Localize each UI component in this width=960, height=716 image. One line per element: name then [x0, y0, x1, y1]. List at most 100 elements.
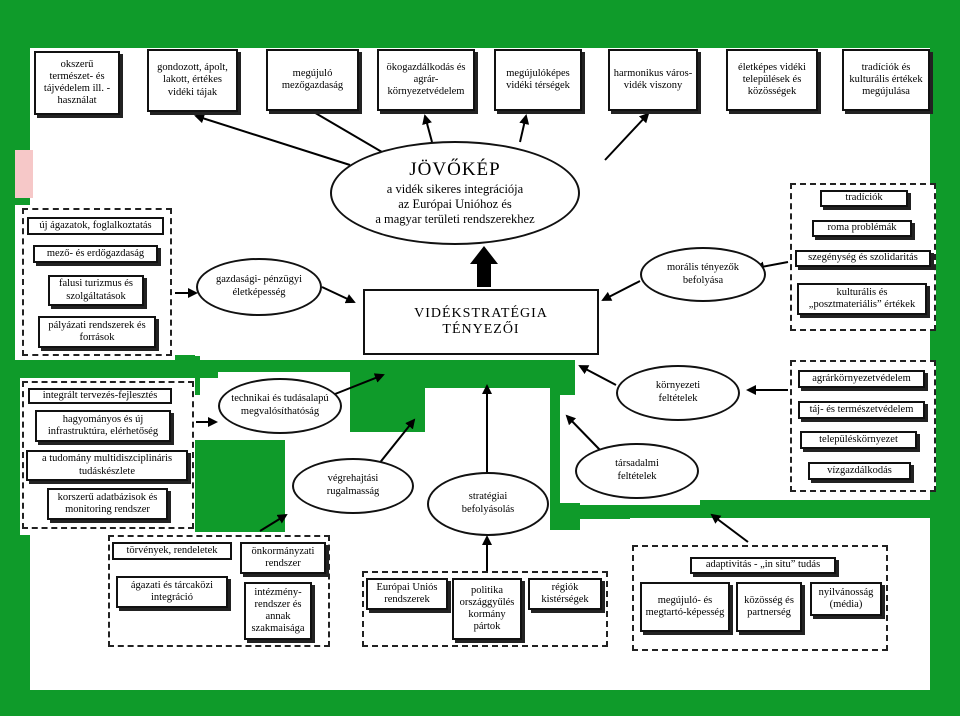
moral-item-text-2: roma problémák — [827, 222, 897, 234]
social-item-1: adaptivitás - „in situ” tudás — [690, 557, 836, 574]
goal-box-2: gondozott, ápolt, lakott, értékes vidéki… — [147, 49, 238, 112]
flexibility-item-4: intézmény-rendszer és annak szakmaisága — [244, 582, 312, 640]
goal-text-6: harmonikus város-vidék viszony — [613, 67, 693, 91]
goal-text-7: életképes vidéki települések és közösség… — [738, 61, 806, 98]
goal-text-1: okszerű természet- és tájvédelem ill. -h… — [43, 58, 111, 107]
arrow-moral-ellipse-to-center — [601, 280, 641, 301]
technical-item-text-4: korszerű adatbázisok és monitoring rends… — [57, 491, 158, 515]
social-item-4: nyilvánosság (média) — [810, 582, 882, 616]
flexibility-item-text-4: intézmény-rendszer és annak szakmaisága — [251, 586, 305, 635]
arrow-technical-ellipse-to-center — [329, 373, 385, 397]
flexibility-item-text-1: törvények, rendeletek — [126, 544, 218, 556]
arrow-vision-to-goal-5 — [519, 114, 530, 143]
environment-item-text-3: településkörnyezet — [819, 433, 898, 445]
moral-item-text-3: szegénység és szolidaritás — [808, 252, 918, 264]
vision-title: JÖVŐKÉP — [409, 159, 501, 181]
technical-item-text-1: integrált tervezés-fejlesztés — [42, 389, 158, 401]
strategic-item-1: Európai Uniós rendszerek — [366, 578, 448, 610]
environment-label: környezeti feltételek — [655, 380, 701, 404]
goal-box-3: megújuló mezőgazdaság — [266, 49, 359, 111]
goal-text-5: megújulóképes vidéki térségek — [506, 67, 570, 91]
social-label: társadalmi feltételek — [615, 458, 659, 482]
goal-box-4: ökogazdálkodás és agrár-környezetvédelem — [377, 49, 475, 111]
technical-item-text-3: a tudomány multidiszciplináris tudáskész… — [41, 453, 173, 477]
economic-item-text-4: pályázati rendszerek és források — [48, 319, 146, 343]
environment-item-text-4: vízgazdálkodás — [827, 464, 892, 476]
strategic-item-text-2: politika országgyűlés kormány pártok — [459, 584, 515, 633]
economic-item-4: pályázati rendszerek és források — [38, 316, 156, 348]
economic-item-text-2: mező- és erdőgazdaság — [46, 247, 145, 259]
arrow-vision-to-goal-4 — [422, 114, 433, 143]
environment-item-3: településkörnyezet — [800, 431, 917, 449]
environment-item-4: vízgazdálkodás — [808, 462, 911, 480]
economic-item-text-3: falusi turizmus és szolgáltatások — [58, 278, 134, 302]
moral-item-text-4: kulturális és „posztmateriális” értékek — [808, 286, 916, 310]
thick-up-arrow — [470, 246, 498, 287]
social-item-text-4: nyilvánosság (média) — [818, 586, 874, 610]
social-item-text-2: megújuló- és megtartó-képesség — [645, 594, 725, 618]
economic-item-2: mező- és erdőgazdaság — [33, 245, 158, 263]
flexibility-item-text-2: önkormányzati rendszer — [251, 545, 315, 569]
strategic-ellipse: stratégiai befolyásolás — [427, 472, 549, 536]
center-line-2: TÉNYEZŐI — [442, 322, 520, 337]
green-frame-top — [0, 0, 960, 48]
goal-box-8: tradíciók és kulturális értékek megújulá… — [842, 49, 930, 111]
green-frame-bottom — [0, 690, 960, 716]
social-item-text-3: közösség és partnerség — [744, 594, 794, 618]
technical-ellipse: technikai és tudásalapú megvalósíthatósá… — [218, 378, 342, 434]
goal-text-3: megújuló mezőgazdaság — [281, 67, 344, 91]
green-frame-right — [930, 0, 960, 716]
goal-text-8: tradíciók és kulturális értékek megújulá… — [849, 61, 923, 98]
social-item-2: megújuló- és megtartó-képesség — [640, 582, 730, 632]
arrow-vision-to-goal-3 — [298, 102, 383, 153]
social-ellipse: társadalmi feltételek — [575, 443, 699, 499]
goal-text-2: gondozott, ápolt, lakott, értékes vidéki… — [157, 62, 228, 98]
economic-ellipse: gazdasági- pénzügyi életképesség — [196, 258, 322, 316]
technical-item-text-2: hagyományos és új infrastruktúra, elérhe… — [47, 413, 159, 437]
arrow-social-ellipse-to-center — [565, 414, 601, 451]
flexibility-item-1: törvények, rendeletek — [112, 542, 232, 560]
technical-item-2: hagyományos és új infrastruktúra, elérhe… — [35, 410, 171, 442]
flexibility-item-3: ágazati és tárcaközi integráció — [116, 576, 228, 608]
vision-line-1: a vidék sikeres integrációja — [386, 181, 524, 196]
green-field-left-2 — [195, 440, 285, 535]
social-item-text-1: adaptivitás - „in situ” tudás — [705, 559, 821, 571]
goal-box-7: életképes vidéki települések és közösség… — [726, 49, 818, 111]
center-line-1: VIDÉKSTRATÉGIA — [414, 305, 548, 321]
moral-item-2: roma problémák — [812, 220, 912, 237]
social-item-3: közösség és partnerség — [736, 582, 802, 632]
environment-item-text-1: agrárkörnyezetvédelem — [812, 372, 911, 384]
moral-item-4: kulturális és „posztmateriális” értékek — [797, 283, 927, 315]
center-box: VIDÉKSTRATÉGIA TÉNYEZŐI — [363, 289, 599, 355]
technical-item-4: korszerű adatbázisok és monitoring rends… — [47, 488, 168, 520]
economic-item-3: falusi turizmus és szolgáltatások — [48, 275, 144, 306]
strategic-item-3: régiók kistérségek — [528, 578, 602, 610]
goal-text-4: ökogazdálkodás és agrár-környezetvédelem — [386, 61, 466, 98]
goal-box-5: megújulóképes vidéki térségek — [494, 49, 582, 111]
environment-item-text-2: táj- és természetvédelem — [809, 403, 914, 415]
strategic-item-text-3: régiók kistérségek — [541, 581, 589, 605]
goal-box-6: harmonikus város-vidék viszony — [608, 49, 698, 111]
flexibility-item-2: önkormányzati rendszer — [240, 542, 326, 574]
moral-label: morális tényezők befolyása — [666, 261, 740, 286]
vision-line-2: az Európai Unióhoz és — [398, 196, 512, 211]
arrow-economic-ellipse-to-center — [321, 286, 356, 304]
technical-item-3: a tudomány multidiszciplináris tudáskész… — [26, 450, 188, 481]
technical-item-1: integrált tervezés-fejlesztés — [28, 388, 172, 404]
arrow-env-ellipse-to-center — [578, 365, 617, 386]
arrow-flex-ellipse-to-center — [377, 418, 416, 466]
environment-ellipse: környezeti feltételek — [616, 365, 740, 421]
moral-ellipse: morális tényezők befolyása — [640, 247, 766, 302]
economic-label: gazdasági- pénzügyi életképesség — [215, 274, 302, 298]
moral-item-text-1: tradíciók — [845, 192, 883, 204]
flexibility-label: végrehajtási rugalmasság — [326, 473, 380, 497]
technical-label: technikai és tudásalapú megvalósíthatósá… — [231, 393, 329, 417]
economic-item-1: új ágazatok, foglalkoztatás — [27, 217, 164, 235]
goal-box-1: okszerű természet- és tájvédelem ill. -h… — [34, 51, 120, 115]
flexibility-ellipse: végrehajtási rugalmasság — [292, 458, 414, 514]
moral-item-3: szegénység és szolidaritás — [795, 250, 931, 267]
strategic-label: stratégiai befolyásolás — [461, 491, 515, 515]
strategic-item-2: politika országgyűlés kormány pártok — [452, 578, 522, 640]
